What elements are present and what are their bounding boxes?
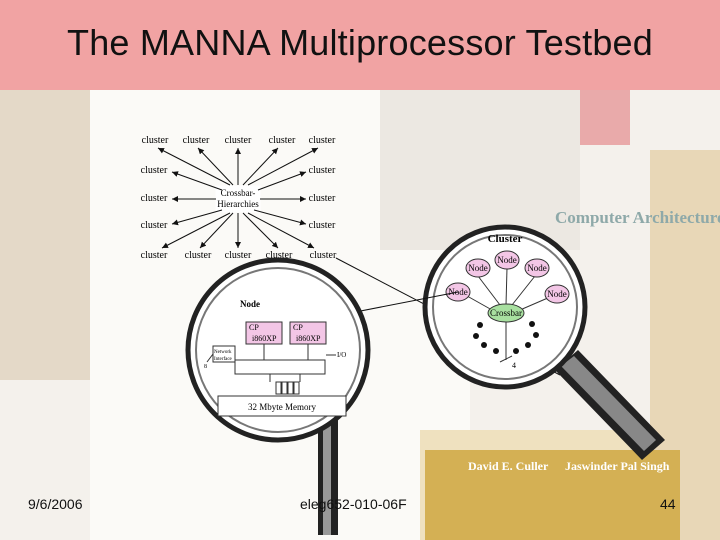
cluster-9: cluster [309, 193, 336, 204]
network-label-1: Network [214, 350, 232, 355]
cluster-6: cluster [141, 165, 168, 176]
arrow-to-cluster-12 [162, 213, 230, 248]
cluster-7: cluster [309, 165, 336, 176]
arrow-to-cluster-2 [198, 148, 233, 185]
memory-label: 32 Mbyte Memory [248, 402, 316, 412]
cluster-4: cluster [269, 135, 296, 146]
cluster-node-3-label: Node [527, 263, 547, 273]
footer-course: eleg652-010-06F [300, 496, 407, 512]
node-magnifier: Node CP i860XP CP i860XP Network Interfa… [188, 260, 458, 535]
arrow-to-cluster-5 [248, 148, 318, 185]
cluster-magnifier: Cluster Node Node Node Node Node Crossba… [336, 227, 665, 460]
cluster-1: cluster [142, 135, 169, 146]
arrow-to-cluster-4 [243, 148, 278, 185]
cluster-title: Cluster [488, 233, 523, 245]
cluster-8: cluster [141, 193, 168, 204]
arrow-to-cluster-13 [200, 213, 233, 248]
cluster-12: cluster [141, 250, 168, 261]
cluster-node-2-label: Node [497, 255, 517, 265]
memory-banks [276, 382, 299, 394]
arrow-to-cluster-6 [172, 172, 222, 190]
cluster-5: cluster [309, 135, 336, 146]
arrow-to-cluster-7 [258, 172, 306, 190]
book-author-1: David E. Culler [468, 459, 549, 473]
cpu-2-cp: CP [293, 323, 303, 332]
book-title-bg: Computer Architecture [555, 208, 720, 227]
network-link-count: 8 [204, 364, 207, 370]
cluster-13: cluster [185, 250, 212, 261]
cluster-14: cluster [225, 250, 252, 261]
cluster-3: cluster [225, 135, 252, 146]
crossbar-hierarchy-diagram: Crossbar- Hierarchies cluster cluster c [141, 135, 337, 261]
cluster-magnifier-handle-shine [561, 356, 656, 451]
cluster-2: cluster [183, 135, 210, 146]
hub-label-1: Crossbar- [221, 188, 256, 198]
cpu-1-model: i860XP [252, 334, 277, 343]
network-label-2: Interface [214, 357, 233, 362]
io-label: I/O [337, 351, 346, 359]
footer-date: 9/6/2006 [28, 496, 83, 512]
cluster-11: cluster [309, 220, 336, 231]
cluster-node-1-label: Node [468, 263, 488, 273]
arrow-to-cluster-11 [254, 210, 306, 224]
arrow-to-cluster-16 [248, 213, 314, 248]
book-author-2: Jaswinder Pal Singh [565, 459, 670, 473]
hub-label-2: Hierarchies [217, 199, 259, 209]
cluster-link-count: 4 [512, 361, 516, 370]
arrow-to-cluster-15 [243, 213, 278, 248]
cluster-10: cluster [141, 220, 168, 231]
cluster-node-5-label: Node [547, 289, 567, 299]
node-magnifier-handle-shine [323, 415, 331, 535]
footer-page-number: 44 [660, 496, 676, 512]
cpu-1-cp: CP [249, 323, 259, 332]
node-bus [235, 360, 325, 374]
node-title: Node [240, 299, 260, 309]
cluster-highlighted: cluster [310, 250, 337, 261]
cpu-2-model: i860XP [296, 334, 321, 343]
arrow-to-cluster-10 [172, 210, 222, 224]
cluster-crossbar-label: Crossbar [490, 308, 522, 318]
